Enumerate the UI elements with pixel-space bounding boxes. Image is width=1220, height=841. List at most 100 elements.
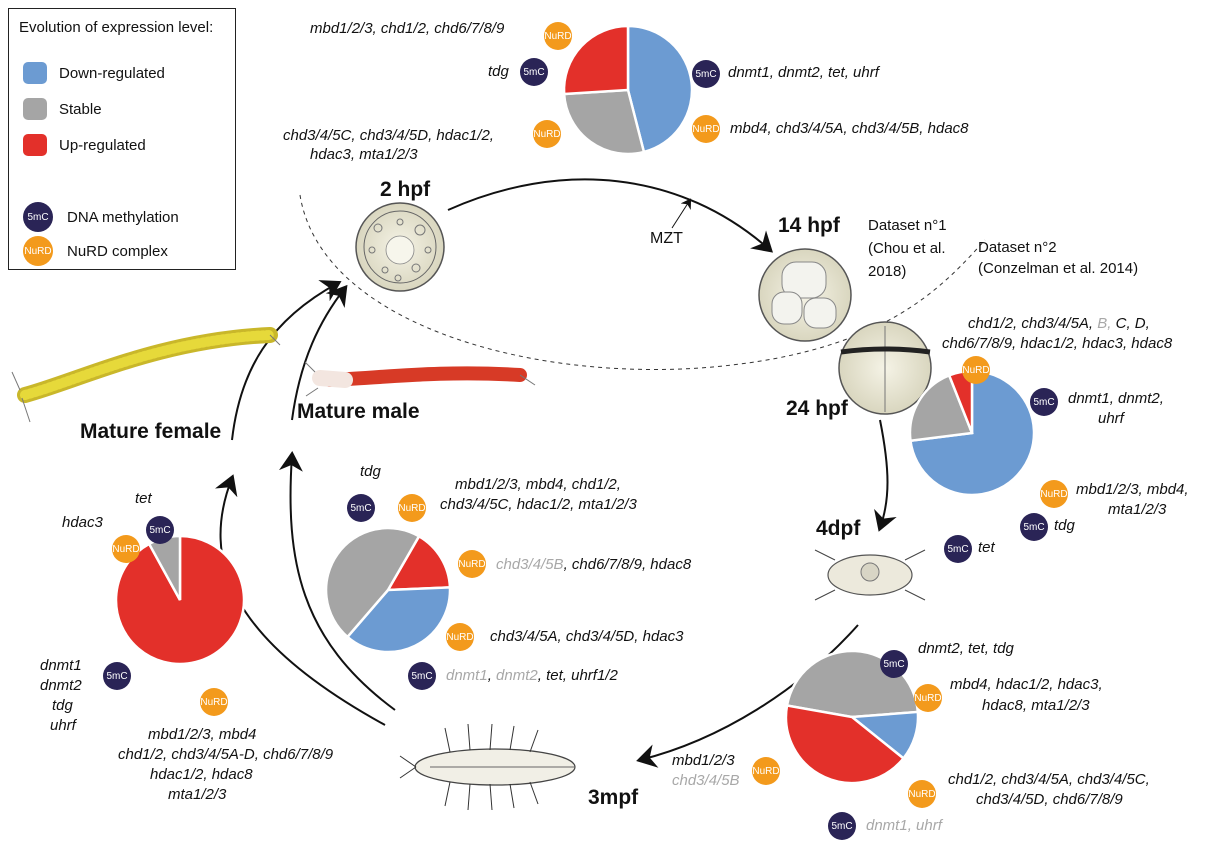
gene-4dpf-mbd-2: hdac8, mta1/2/3 [982,697,1090,715]
gene-24hpf-line2: chd6/7/8/9, hdac1/2, hdac3, hdac8 [942,335,1172,353]
legend-down: Down-regulated [23,61,165,85]
gene-female-b3: hdac1/2, hdac8 [150,766,253,784]
stage-3mpf-label: 3mpf [588,786,638,810]
gene-male-b-b: dnmt2 [496,667,538,684]
nurd-badge: NuRD [446,623,474,651]
larva-24hpf-illustration [839,322,931,414]
mature-female-worm-illustration [12,335,280,422]
gene-female-b4: mta1/2/3 [168,786,226,804]
nurd-badge: NuRD [908,780,936,808]
nurd-badge: NuRD [544,22,572,50]
legend-title: Evolution of expression level: [19,19,213,36]
pie-slice-up [564,26,628,94]
stage-2hpf-label: 2 hpf [380,178,430,202]
gene-2hpf-top: mbd1/2/3, chd1/2, chd6/7/8/9 [310,20,504,38]
legend-methylation: 5mC DNA methylation [23,205,179,229]
gene-24hpf-dnmt-1: dnmt1, dnmt2, [1068,390,1164,408]
gene-24hpf-mbd-2: mta1/2/3 [1108,501,1166,519]
nurd-badge: NuRD [200,688,228,716]
up-swatch [23,134,47,156]
gene-male-bottom: dnmt1, dnmt2, tet, uhrf1/2 [446,667,618,685]
gene-4dpf-left-1: mbd1/2/3 [672,752,735,770]
legend-box: Evolution of expression level: Down-regu… [8,8,236,270]
nurd-badge: NuRD [692,115,720,143]
gene-4dpf-top: dnmt2, tet, tdg [918,640,1014,658]
5mc-badge: 5mC [944,535,972,563]
gene-male-b-c: , tet, uhrf1/2 [538,667,618,684]
nurd-badge: NuRD [914,684,942,712]
pie-chart-2hpf [564,26,692,154]
gene-female-b1: mbd1/2/3, mbd4 [148,726,256,744]
gene-4dpf-chd-1: chd1/2, chd3/4/5A, chd3/4/5C, [948,771,1150,789]
mature-male-label: Mature male [297,400,420,424]
5mc-badge: 5mC [103,662,131,690]
stable-swatch [23,98,47,120]
embryo-14hpf-illustration [759,249,851,341]
juvenile-3mpf-illustration [400,724,575,810]
gene-male-right-1: chd3/4/5B, chd6/7/8/9, hdac8 [496,556,691,574]
legend-up-label: Up-regulated [59,137,146,154]
gene-24hpf-tet: tet [978,539,995,557]
gene-4dpf-mbd-1: mbd4, hdac1/2, hdac3, [950,676,1103,694]
nurd-badge: NuRD [962,356,990,384]
stage-24hpf-label: 24 hpf [786,397,848,421]
gene-female-tdg: tdg [52,697,73,715]
gene-2hpf-left-2: hdac3, mta1/2/3 [310,146,418,164]
gene-24hpf-l1b: B, [1097,315,1111,332]
gene-male-top-2: chd3/4/5C, hdac1/2, mta1/2/3 [440,496,637,514]
legend-nurd-label: NuRD complex [67,243,168,260]
legend-stable-label: Stable [59,101,102,118]
gene-24hpf-tdg: tdg [1054,517,1075,535]
gene-male-r1b: , chd6/7/8/9, hdac8 [564,556,692,573]
gene-2hpf-tdg: tdg [488,63,509,81]
down-swatch [23,62,47,84]
gene-24hpf-l1a: chd1/2, chd3/4/5A, [968,315,1093,332]
dataset1-line3: 2018) [868,262,906,281]
5mc-badge: 5mC [146,516,174,544]
5mc-badge: 5mC [23,202,53,232]
arrow-24hpf-to-4dpf [880,420,888,528]
legend-stable: Stable [23,97,102,121]
nurd-badge: NuRD [1040,480,1068,508]
nurd-badge: NuRD [752,757,780,785]
stage-4dpf-label: 4dpf [816,517,860,541]
5mc-badge: 5mC [520,58,548,86]
gene-2hpf-left-1: chd3/4/5C, chd3/4/5D, hdac1/2, [283,127,494,145]
nurd-badge: NuRD [533,120,561,148]
legend-down-label: Down-regulated [59,65,165,82]
gene-female-dnmt2: dnmt2 [40,677,82,695]
gene-female-b2: chd1/2, chd3/4/5A-D, chd6/7/8/9 [118,746,333,764]
5mc-badge: 5mC [1020,513,1048,541]
gene-24hpf-dnmt-2: uhrf [1098,410,1124,428]
pie-chart-mature-male [326,528,450,652]
dataset1-line2: (Chou et al. [868,239,946,258]
gene-male-right-2: chd3/4/5A, chd3/4/5D, hdac3 [490,628,683,646]
larva-4dpf-illustration [815,550,925,600]
gene-4dpf-dnmt: dnmt1, uhrf [866,817,942,835]
5mc-badge: 5mC [880,650,908,678]
dataset2-line2: (Conzelman et al. 2014) [978,259,1138,278]
arrow-2hpf-to-14hpf [448,179,770,250]
pie-chart-24hpf [910,371,1034,495]
5mc-badge: 5mC [692,60,720,88]
gene-24hpf-line1: chd1/2, chd3/4/5A, B, C, D, [968,315,1150,333]
legend-methylation-label: DNA methylation [67,209,179,226]
nurd-badge: NuRD [112,535,140,563]
egg-2hpf-illustration [356,203,444,291]
nurd-badge: NuRD [398,494,426,522]
mzt-pointer [672,200,690,228]
mature-female-label: Mature female [80,420,221,444]
5mc-badge: 5mC [408,662,436,690]
legend-up: Up-regulated [23,133,146,157]
nurd-badge: NuRD [458,550,486,578]
legend-nurd: NuRD NuRD complex [23,239,168,263]
5mc-badge: 5mC [828,812,856,840]
gene-male-top-1: mbd1/2/3, mbd4, chd1/2, [455,476,621,494]
mzt-label: MZT [650,229,683,248]
gene-24hpf-l1c: C, D, [1116,315,1150,332]
mature-male-worm-illustration [305,362,535,396]
gene-4dpf-chd-2: chd3/4/5D, chd6/7/8/9 [976,791,1123,809]
gene-male-tdg: tdg [360,463,381,481]
nurd-badge: NuRD [23,236,53,266]
gene-female-uhrf: uhrf [50,717,76,735]
